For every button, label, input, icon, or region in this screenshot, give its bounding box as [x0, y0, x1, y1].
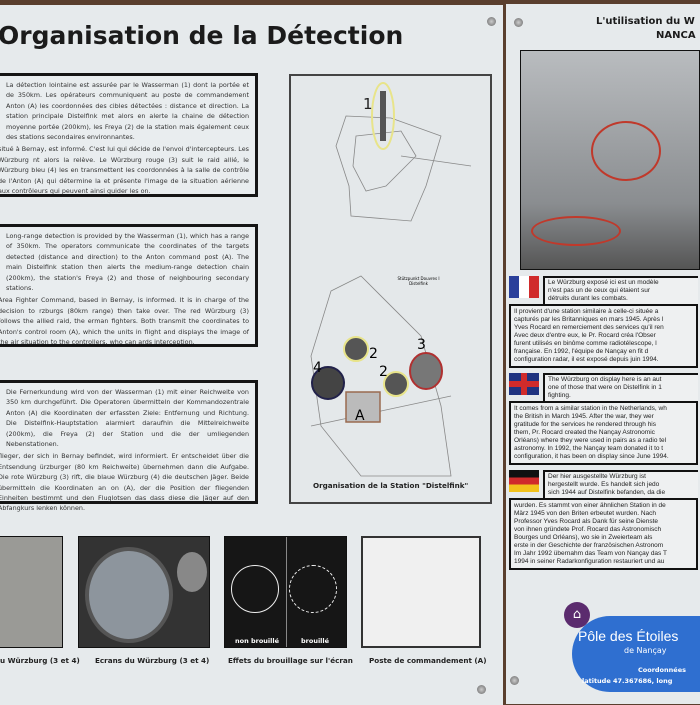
logo-name: Pôle des Étoiles — [578, 628, 679, 644]
screw-icon — [487, 17, 496, 26]
text-line: sich 1944 auf Distelfink befanden, da di… — [548, 489, 666, 496]
photo-caption: Effets du brouillage sur l'écran — [228, 656, 353, 665]
map-label: 1 — [363, 95, 373, 113]
text-line: configuration, it has been on display si… — [514, 453, 669, 460]
text-line: Professor Yves Rocard als Dank für seine… — [514, 518, 659, 525]
flag-uk-icon — [509, 373, 539, 395]
text-line: März 1945 von den Briten erbeutet wurden… — [514, 510, 657, 517]
map-site-label: Stützpunkt Douvres I Distelfink — [397, 276, 440, 286]
text-line: détruits durant les combats. — [548, 295, 628, 302]
text-line: erste in der Geschichte der französische… — [514, 542, 664, 549]
text-line: Le Würzburg exposé ici est un modèle — [548, 279, 659, 286]
map-label: A — [355, 408, 365, 424]
label-not-jammed: non brouillé — [235, 637, 280, 645]
text-line: Der hier ausgestellte Würzburg ist — [548, 473, 646, 480]
photo-wurzburg-equipment — [0, 536, 63, 648]
right-title-line2: NANCA — [656, 30, 696, 41]
paragraph: La détection lointaine est assurée par l… — [0, 80, 249, 144]
text-line: the British in March 1945. After the war… — [514, 413, 654, 420]
photo-jamming-effects: non brouillé brouillé — [224, 536, 347, 648]
paragraph: Area Fighter Command, based in Bernay, i… — [0, 296, 249, 347]
text-line: n'est pas un de ceux qui étaient sur — [548, 287, 651, 294]
photo-wurzburg-screens — [78, 536, 210, 648]
logo-subtitle: de Nançay — [624, 646, 667, 655]
photo-wurzburg-radar — [520, 50, 700, 270]
map-label: 4 — [313, 360, 322, 376]
text-line: Orléans) where they were used in pairs a… — [514, 437, 667, 444]
label-jammed: brouillé — [301, 637, 330, 645]
paragraph: situé à Bernay, est informé. C'est lui q… — [0, 145, 249, 196]
text-line: gratitude for the services he rendered t… — [514, 421, 657, 428]
anton-marker — [345, 391, 381, 423]
pole-des-etoiles-logo: Pôle des Étoiles de Nançay Coordonnées l… — [572, 616, 700, 692]
right-title: L'utilisation du W — [596, 16, 695, 27]
paragraph: flieger, der sich in Bernay befindet, wi… — [0, 452, 249, 513]
text-line: furent utilisés en binôme comme radiotél… — [514, 340, 657, 347]
screw-icon — [514, 18, 523, 27]
text-line: them, Pr. Rocard created the Nançay Astr… — [514, 429, 655, 436]
text-line: von ihnen gründete Prof. Rocard das Astr… — [514, 526, 662, 533]
text-line: capturés par les Britanniques en mars 19… — [514, 316, 664, 323]
wurzburg-blue-marker — [311, 366, 345, 400]
text-box-french: La détection lointaine est assurée par l… — [0, 73, 258, 197]
photo-command-post — [361, 536, 481, 648]
map-label: 3 — [417, 337, 426, 353]
screw-icon — [477, 685, 486, 694]
wasserman-marker — [371, 82, 395, 150]
right-info-panel: L'utilisation du W NANCA Le Würzburg exp… — [506, 4, 700, 704]
text-line: Yves Rocard en remerciement des services… — [514, 324, 664, 331]
wurzburg-red-marker — [409, 352, 443, 390]
flag-germany-icon — [509, 470, 539, 492]
text-line: fighting. — [548, 392, 571, 399]
flag-france-icon — [509, 276, 539, 298]
text-line: hergestellt wurde. Es handelt sich jedo — [548, 481, 660, 488]
map-drawing: 1 2 2 3 4 A — [310, 82, 472, 477]
text-box-english: Long-range detection is provided by the … — [0, 224, 258, 347]
text-line: wurden. Es stammt von einer ähnlichen St… — [514, 502, 666, 509]
text-line: The Würzburg on display here is an aut — [548, 376, 662, 383]
map-label: 2 — [369, 346, 378, 362]
text-line: Il provient d'une station similaire à ce… — [514, 308, 659, 315]
station-map: 1 2 2 3 4 A Stützpunkt Douvres I Distelf… — [289, 74, 492, 504]
observatory-badge-icon: ⌂ — [564, 602, 590, 628]
freya-marker — [383, 371, 409, 397]
text-line: It comes from a similar station in the N… — [514, 405, 667, 412]
paragraph: Die Fernerkundung wird von der Wasserman… — [0, 387, 249, 451]
map-label: 2 — [379, 364, 388, 380]
photo-caption: Poste de commandement (A) — [369, 656, 487, 665]
coordinates-value: latitude 47.367686, long — [582, 677, 673, 685]
map-caption: Organisation de la Station "Distelfink" — [313, 481, 469, 490]
screw-icon — [510, 676, 519, 685]
text-line: Avec deux d'entre eux, le Pr. Rocard cré… — [514, 332, 656, 339]
coordinates-title: Coordonnées — [638, 666, 686, 674]
text-line: one of those that were on Distelfink in … — [548, 384, 662, 391]
text-line: astronomy. In 1992, the Nançay team dona… — [514, 445, 664, 452]
paragraph: Long-range detection is provided by the … — [0, 231, 249, 295]
page-title: Organisation de la Détection — [0, 21, 404, 50]
photo-caption: Ecrans du Würzburg (3 et 4) — [95, 656, 210, 665]
freya-marker — [343, 336, 369, 362]
text-box-german: Die Fernerkundung wird von der Wasserman… — [0, 380, 258, 512]
text-line: Im Jahr 1992 übernahm das Team von Nança… — [514, 550, 667, 557]
text-line: 1994 in seiner Radarkonfiguration restau… — [514, 558, 665, 565]
text-line: Bourges und Orléans), wo sie in Zweierte… — [514, 534, 653, 541]
text-line: française. En 1992, l'équipe de Nançay e… — [514, 348, 649, 355]
text-line: configuration radar, il est exposé depui… — [514, 356, 659, 363]
left-info-panel: Organisation de la Détection La détectio… — [0, 5, 503, 705]
photo-caption: u Würzburg (3 et 4) — [0, 656, 80, 665]
